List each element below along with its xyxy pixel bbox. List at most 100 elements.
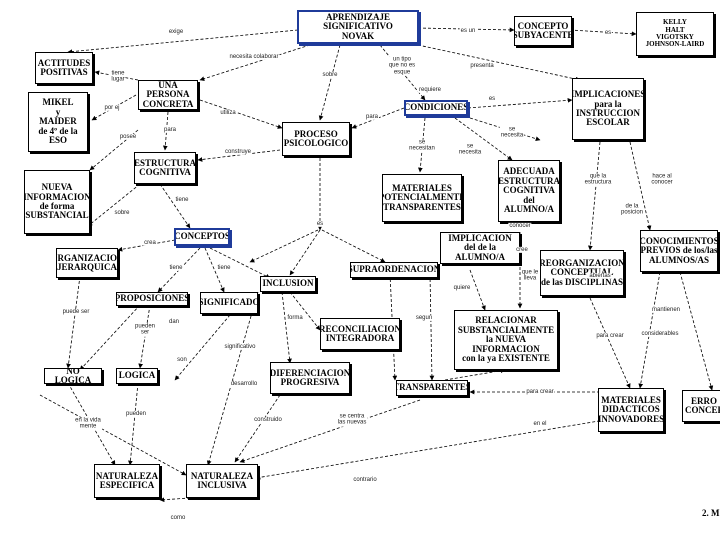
link-label: mantienen <box>650 306 682 314</box>
link-label: un tipo que no es esque <box>387 56 417 76</box>
link-label: puede ser <box>61 308 91 316</box>
node-aprendizaje-significativo: APRENDIZAJE SIGNIFICATIVO NOVAK <box>297 10 419 44</box>
link-label: dan <box>167 318 181 326</box>
edge <box>629 141 652 231</box>
edge <box>679 271 714 391</box>
edge <box>318 44 341 121</box>
node-significado: SIGNIFICADO <box>200 292 258 314</box>
link-label: abiertas <box>588 272 612 280</box>
link-label: considerables <box>640 330 680 338</box>
link-label: utiliza <box>219 109 237 117</box>
node-proposiciones: PROPOSICIONES <box>116 292 188 306</box>
link-label: conocer <box>508 222 532 230</box>
link-label: necesita colaborar <box>228 53 280 61</box>
edge <box>234 394 281 463</box>
node-actitudes-positivas: ACTITUDES POSITIVAS <box>35 52 93 84</box>
link-label: para <box>162 126 178 134</box>
edge <box>206 291 259 466</box>
node-no-logica: NO LOGICA <box>44 368 102 384</box>
link-label: forma <box>286 314 304 322</box>
node-kelly-halt: KELLY HALT VIGOTSKY JOHNSON-LAIRD <box>636 12 714 56</box>
node-mikel-maider: MIKEL y MAIDER de 4º de la ESO <box>28 92 88 152</box>
link-label: tiene <box>174 196 190 204</box>
node-estructura-cognitiva: ESTRUCTURA COGNITIVA <box>134 152 196 184</box>
node-reconciliacion-integradora: RECONCILIACION INTEGRADORA <box>320 318 400 350</box>
node-transparentes: TRANSPARENTES <box>396 380 468 396</box>
link-label: se necesitan <box>408 139 436 153</box>
link-label: desarrollo <box>229 380 259 388</box>
node-una-persona-concreta: UNA PERSONA CONCRETA <box>138 80 198 110</box>
node-conocimientos-previos: CONOCIMIENTOS PREVIOS de los/las ALUMNOS… <box>640 230 718 272</box>
edge <box>417 27 515 33</box>
link-label: se necesita <box>457 143 483 157</box>
link-label: cree <box>515 246 529 254</box>
node-implicacion-alumno: IMPLICACION del de la ALUMNO/A <box>440 232 520 264</box>
link-label: por ej <box>103 104 121 112</box>
node-nueva-informacion: NUEVA INFORMACION de forma SUBSTANCIAL <box>24 170 90 234</box>
node-conceptos: CONCEPTOS <box>174 228 230 246</box>
node-errores-conceptuales: ERRO CONCEP <box>682 390 720 422</box>
link-label: es <box>315 220 325 228</box>
link-label: son <box>176 356 188 364</box>
link-label: exige <box>167 28 185 36</box>
link-label: hace al conocer <box>650 173 674 187</box>
edge <box>209 247 271 279</box>
node-diferenciacion-progresiva: DIFERENCIACION PROGRESIVA <box>270 362 350 394</box>
node-corner-label: 2. M <box>700 506 720 522</box>
node-implicaciones: IMPLICACIONES para la INSTRUCCION ESCOLA… <box>572 78 644 140</box>
link-label: para <box>364 113 380 121</box>
link-label: que le lleva <box>520 269 540 283</box>
link-label: tiene <box>168 264 184 272</box>
edge <box>162 111 169 151</box>
edge <box>289 291 321 331</box>
link-label: posee <box>118 133 138 141</box>
edge <box>255 419 606 480</box>
link-label: construye <box>223 148 253 156</box>
edge <box>454 117 513 161</box>
link-label: tiene lugar <box>110 70 126 84</box>
link-label: presenta <box>469 62 495 70</box>
edge <box>588 141 601 251</box>
edge <box>67 29 299 54</box>
node-proceso-psicologico: PROCESO PSICOLOGICO <box>282 122 350 156</box>
link-label: para crear <box>595 332 625 340</box>
edge <box>321 229 386 263</box>
node-condiciones: CONDICIONES <box>404 100 468 116</box>
edge <box>159 183 191 229</box>
node-materiales-didacticos: MATERIALES DIDACTICOS INNOVADORES <box>598 388 664 432</box>
edge <box>249 229 319 263</box>
link-label: contrario <box>352 476 378 484</box>
edge <box>389 273 398 381</box>
edge <box>569 29 637 37</box>
link-label: para crear <box>525 388 555 396</box>
edge <box>66 275 81 369</box>
node-concepto-subyacente: CONCEPTO SUBYACENTE <box>514 16 572 46</box>
node-inclusion: INCLUSION <box>260 276 316 292</box>
node-logica: LOGICA <box>116 368 158 384</box>
link-label: es <box>487 95 497 103</box>
edge <box>39 394 187 476</box>
node-naturaleza-especifica: NATURALEZA ESPECIFICA <box>94 464 160 498</box>
edge <box>174 314 231 381</box>
link-label: como <box>169 514 187 522</box>
edge <box>417 44 581 82</box>
link-label: tiene <box>216 264 232 272</box>
edge <box>128 382 139 466</box>
edge <box>204 247 225 293</box>
link-label: pueden ser <box>133 323 157 337</box>
link-label: es un <box>459 27 477 35</box>
link-label: en la vida mente <box>74 417 102 431</box>
link-label: construido <box>253 416 283 424</box>
edge <box>444 368 506 381</box>
link-label: pueden <box>124 410 148 418</box>
node-supraordenacion: SUPRAORDENACION <box>350 262 438 278</box>
node-naturaleza-inclusiva: NATURALEZA INCLUSIVA <box>186 464 258 498</box>
link-label: significativo <box>223 343 257 351</box>
edge <box>469 269 486 311</box>
link-label: segun <box>414 314 434 322</box>
edge <box>429 273 435 381</box>
link-label: sobre <box>113 209 131 217</box>
link-label: crea <box>143 239 157 247</box>
link-label: que la estructura <box>583 173 613 187</box>
edge <box>281 291 292 364</box>
